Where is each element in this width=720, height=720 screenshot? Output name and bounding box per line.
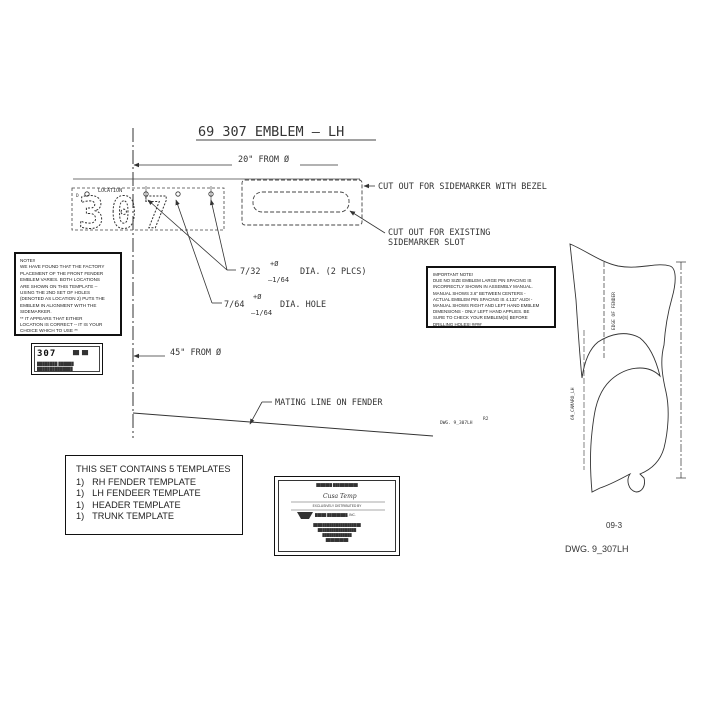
template-item-label: LH FENDEER TEMPLATE: [92, 488, 201, 499]
hole-dim-main: 7/32: [240, 267, 260, 277]
hole2-dim-plus: +Ø: [253, 293, 262, 301]
note-right-line: IMPORTANT NOTE!: [433, 272, 474, 277]
note-left-line: EMBLEM IN ALIGNMENT WITH THE: [20, 302, 97, 308]
mounting-hole-3: [175, 191, 181, 197]
dim-20-text: 20" FROM Ø: [238, 154, 289, 165]
template-item-label: TRUNK TEMPLATE: [92, 511, 175, 522]
note-right-line: SURE TO CHECK YOUR EMBLEM(S) BEFORE: [433, 315, 528, 321]
note-left-line: SIDEMARKER.: [20, 309, 52, 315]
seal-fine-text: ██████████: [325, 538, 349, 542]
edge-of-fender-text: EDGE OF FENDER: [611, 292, 617, 330]
template-item-label: HEADER TEMPLATE: [92, 499, 181, 510]
hole-dim-leader-3: [147, 199, 228, 271]
seal-fine-text: █████████████████████: [313, 523, 361, 527]
seal-logo-graphics: Cusa Temp: [291, 493, 385, 519]
seal-frame: ███████ ███████████ Cusa Temp EXCLUSIVEL…: [278, 480, 396, 552]
cutout-bezel-text: CUT OUT FOR SIDEMARKER WITH BEZEL: [378, 182, 547, 192]
note-left-line: ** IT APPEARS THAT EITHER: [20, 315, 83, 321]
mating-line-text: MATING LINE ON FENDER: [275, 398, 383, 408]
seal-fine-text: █████████████: [322, 533, 352, 537]
note-left-line: (DENOTED AS LOCATION 2) PUTS THE: [20, 296, 105, 302]
note-emblem-placement: NOTE!! WE HAVE FOUND THAT THE FACTORY PL…: [14, 252, 122, 336]
badge-line: ██████████████: [37, 367, 73, 371]
seal-fine-text: █████████████████: [317, 528, 357, 532]
emblem-numerals: 307: [78, 188, 175, 239]
hole-dim-minus: –1/64: [268, 276, 289, 284]
template-item: 1) RH FENDER TEMPLATE: [76, 477, 232, 489]
seal-top-text: ███████ ███████████: [316, 483, 358, 487]
distributor-seal: ███████ ███████████ Cusa Temp EXCLUSIVEL…: [274, 476, 400, 556]
template-item-num: 1): [76, 499, 85, 510]
hole2-dim-main: 7/64: [224, 300, 244, 310]
badge-mini-text: ▇▇ ▇▇: [73, 350, 89, 356]
note-left-line: CHOICE WHICH TO USE **: [20, 328, 78, 334]
badge-frame: 307 ▇▇ ▇▇ ████████ ██████ ██████████████: [34, 346, 100, 372]
hole-dim-plus: +Ø: [270, 260, 279, 268]
hole-dim-leader-2: [209, 199, 228, 271]
template-item-num: 1): [76, 488, 85, 499]
dim-45-text: 45" FROM Ø: [170, 347, 221, 358]
existing-leader: [349, 210, 386, 234]
seal-logo-script: Cusa Temp: [323, 493, 357, 500]
hole2-dim-minus: –1/64: [251, 309, 272, 317]
location-label: LOCATION: [98, 188, 122, 194]
templates-list: THIS SET CONTAINS 5 TEMPLATES 1) RH FEND…: [65, 455, 243, 535]
emblem-badge: 307 ▇▇ ▇▇ ████████ ██████ ██████████████: [31, 343, 103, 375]
note-pin-spacing: IMPORTANT NOTE! DUE NO SIZE EMBLEM LARGE…: [426, 266, 556, 328]
note-right-line: DRILLING HOLES! ####: [433, 321, 482, 327]
badge-number: 307: [37, 349, 57, 359]
note-right-line: ACTUAL EMBLEM PIN SPACING IS 4.132" AUDI…: [433, 296, 533, 302]
dwg-small-text: DWG. 9_307LH: [440, 420, 473, 426]
location-small-label: D: [76, 193, 79, 199]
note-left-line: NOTE!!: [20, 258, 36, 263]
hole2-dim-suffix: DIA. HOLE: [280, 300, 326, 310]
sidemarker-bezel-cutout: [241, 179, 363, 226]
template-item: 1) LH FENDEER TEMPLATE: [76, 488, 232, 500]
note-right-line: DUE NO SIZE EMBLEM LARGE PIN SPACING IS: [433, 278, 532, 284]
note-left-line: LOCATION IS CORRECT -- IT IS YOUR: [20, 322, 103, 328]
note-right-line: MANUAL SHOWS 3.6" BETWEEN CENTERS -: [433, 290, 526, 296]
fender-outline: [569, 243, 676, 493]
template-item-num: 1): [76, 476, 85, 487]
note-left-line: EMBLEM VARIES. BOTH LOCATIONS: [20, 277, 100, 283]
template-item-label: RH FENDER TEMPLATE: [92, 476, 196, 487]
templates-title: THIS SET CONTAINS 5 TEMPLATES: [76, 464, 231, 474]
seal-company-text: █████ █████████, INC.: [315, 513, 356, 517]
note-left-line: WE HAVE FOUND THAT THE FACTORY: [20, 264, 105, 270]
sheet-code: 09-3: [606, 521, 623, 530]
note-left-line: ARE SHOWN ON THIS TEMPLATE --: [20, 283, 98, 289]
seal-emblem-icon: [297, 512, 313, 519]
sidemarker-slot-cutout: [252, 191, 350, 213]
emblem-outline: [71, 187, 225, 231]
note-right-line: MANUAL SHOWS RIGHT AND LEFT HAND EMBLEM: [433, 303, 540, 309]
dwg-number: DWG. 9_307LH: [565, 544, 629, 554]
mating-leader: [249, 401, 263, 425]
template-item: 1) TRUNK TEMPLATE: [76, 511, 232, 523]
template-item: 1) HEADER TEMPLATE: [76, 500, 232, 512]
dwg-small-tag: R2: [483, 416, 489, 422]
cutout-existing-text-1: CUT OUT FOR EXISTING: [388, 228, 490, 238]
hole-dim-suffix: DIA. (2 PLCS): [300, 267, 367, 277]
note-right-line: DIMENSIONS - ONLY LEFT HAND APPLIES. BE: [433, 309, 530, 315]
template-item-num: 1): [76, 511, 85, 522]
mounting-hole-1: [84, 191, 90, 197]
drawing-title: 69 307 EMBLEM – LH: [198, 124, 344, 140]
seal-sub-text: EXCLUSIVELY DISTRIBUTED BY: [312, 504, 362, 508]
fender-centerline-text: 69_CAMARO_LH: [570, 387, 576, 420]
cutout-existing-text-2: SIDEMARKER SLOT: [388, 238, 465, 248]
hole2-leader-2: [175, 199, 213, 304]
mating-line: [132, 412, 434, 437]
note-right-line: INCORRECTLY SHOWN IN ASSEMBLY MANUAL.: [433, 284, 533, 290]
note-left-line: USING THE 2ND SET OF HOLES: [20, 290, 91, 296]
badge-line: ████████ ██████: [37, 362, 74, 366]
note-left-line: PLACEMENT OF THE FRONT FENDER: [20, 270, 104, 276]
